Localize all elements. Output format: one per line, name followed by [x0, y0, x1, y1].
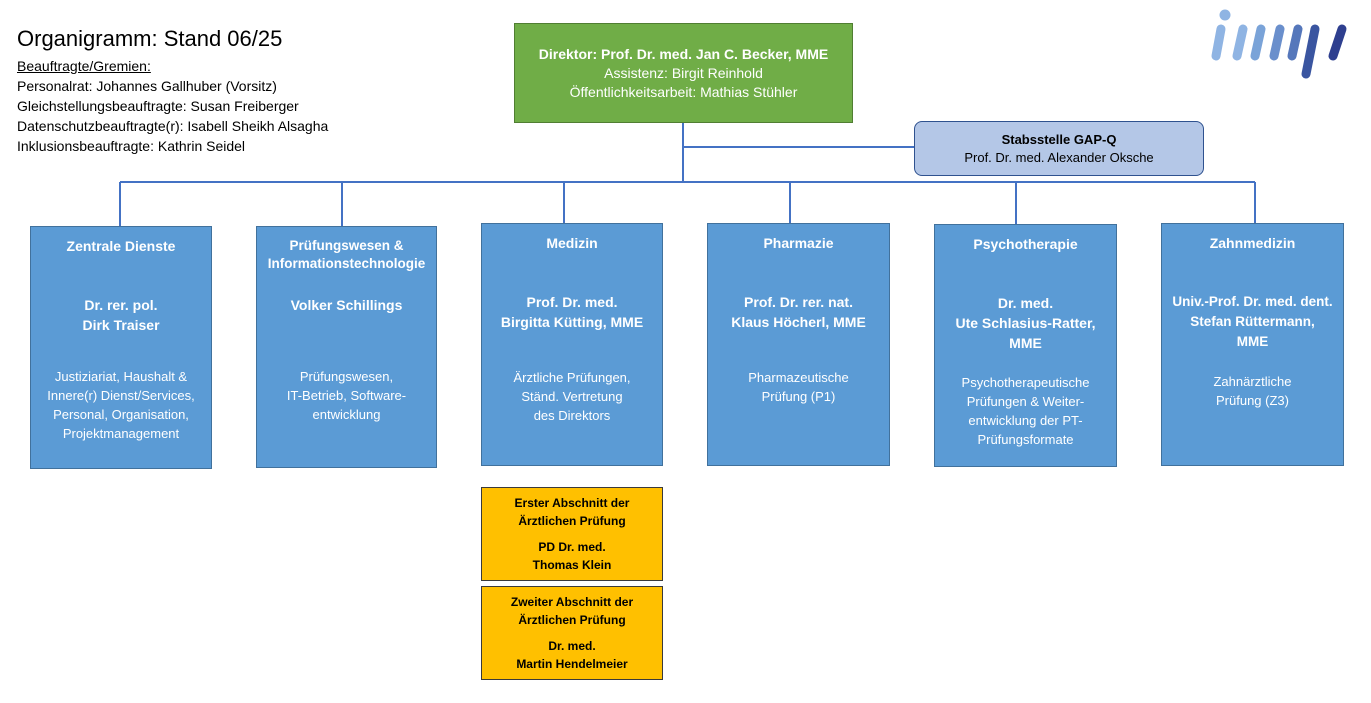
department-box-psychotherapie: Psychotherapie Dr. med. Ute Schlasius-Ra… — [934, 224, 1117, 467]
department-head: Dr. med. Ute Schlasius-Ratter, MME — [955, 295, 1096, 351]
committee-item: Inklusionsbeauftragte: Kathrin Seidel — [17, 138, 246, 154]
committees-header: Beauftragte/Gremien: — [17, 58, 151, 74]
department-tasks: Psychotherapeutische Prüfungen & Weiter-… — [961, 375, 1090, 447]
staff-unit-box: Stabsstelle GAP-Q Prof. Dr. med. Alexand… — [914, 121, 1204, 176]
department-head: Volker Schillings — [290, 297, 403, 313]
director-pr: Öffentlichkeitsarbeit: Mathias Stühler — [569, 84, 798, 100]
department-box-zentrale-dienste: Zentrale Dienste Dr. rer. pol. Dirk Trai… — [30, 226, 212, 469]
department-head: Prof. Dr. med. Birgitta Kütting, MME — [500, 294, 644, 330]
committee-item: Datenschutzbeauftragte(r): Isabell Sheik… — [17, 118, 329, 134]
department-tasks: Zahnärztliche Prüfung (Z3) — [1213, 374, 1292, 408]
department-tasks: Prüfungswesen, IT-Betrieb, Software- ent… — [286, 369, 407, 422]
department-title: Zahnmedizin — [1209, 235, 1296, 251]
staff-unit-title: Stabsstelle GAP-Q — [1001, 131, 1117, 147]
department-head: Univ.-Prof. Dr. med. dent. Stefan Rütter… — [1172, 294, 1333, 349]
subunit-title: Zweiter Abschnitt der Ärztlichen Prüfung — [510, 595, 634, 627]
department-title: Pharmazie — [763, 235, 834, 251]
department-head: Dr. rer. pol. Dirk Traiser — [82, 297, 160, 333]
subunit-box-first-section: Erster Abschnitt der Ärztlichen Prüfung … — [481, 487, 663, 581]
subunit-head: Dr. med. Martin Hendelmeier — [516, 639, 628, 671]
staff-unit-head: Prof. Dr. med. Alexander Oksche — [964, 149, 1154, 165]
committees-list: Beauftragte/Gremien: Personalrat: Johann… — [17, 56, 328, 156]
department-title: Medizin — [546, 235, 598, 251]
page-title: Organigramm: Stand 06/25 — [17, 26, 283, 51]
subunit-box-second-section: Zweiter Abschnitt der Ärztlichen Prüfung… — [481, 586, 663, 680]
department-box-pharmazie: Pharmazie Prof. Dr. rer. nat. Klaus Höch… — [707, 223, 890, 466]
department-tasks: Justiziariat, Haushalt & Innere(r) Diens… — [47, 369, 195, 441]
committee-item: Gleichstellungsbeauftragte: Susan Freibe… — [17, 98, 299, 114]
subunit-head: PD Dr. med. Thomas Klein — [532, 540, 612, 572]
department-box-zahnmedizin: Zahnmedizin Univ.-Prof. Dr. med. dent. S… — [1161, 223, 1344, 466]
department-head: Prof. Dr. rer. nat. Klaus Höcherl, MME — [731, 294, 866, 330]
director-box: Direktor: Prof. Dr. med. Jan C. Becker, … — [514, 23, 853, 123]
impp-logo-icon — [1211, 9, 1347, 79]
director-assistant: Assistenz: Birgit Reinhold — [604, 65, 763, 81]
department-tasks: Pharmazeutische Prüfung (P1) — [748, 370, 849, 404]
department-title: Prüfungswesen & Informationstechnologie — [267, 238, 426, 271]
department-title: Zentrale Dienste — [66, 238, 176, 254]
subunit-title: Erster Abschnitt der Ärztlichen Prüfung — [514, 496, 630, 528]
committee-item: Personalrat: Johannes Gallhuber (Vorsitz… — [17, 78, 277, 94]
department-box-medizin: Medizin Prof. Dr. med. Birgitta Kütting,… — [481, 223, 663, 466]
department-title: Psychotherapie — [973, 236, 1078, 252]
director-name: Direktor: Prof. Dr. med. Jan C. Becker, … — [538, 46, 829, 62]
department-box-pruefungswesen-it: Prüfungswesen & Informationstechnologie … — [256, 226, 437, 468]
department-tasks: Ärztliche Prüfungen, Ständ. Vertretung d… — [513, 370, 631, 423]
